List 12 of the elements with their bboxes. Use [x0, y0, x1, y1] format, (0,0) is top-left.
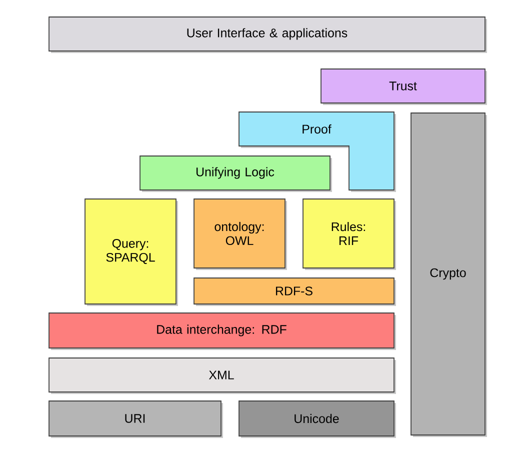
- layer-box: URI: [48, 400, 223, 438]
- layer-box: Crypto: [410, 112, 487, 437]
- layer-box: Unicode: [238, 400, 396, 438]
- layer-box: RDF-S: [194, 278, 396, 306]
- layer-box: ontology: OWL: [194, 198, 287, 270]
- layer-box: Trust: [320, 68, 487, 105]
- layer-box: User Interface & applications: [48, 16, 487, 53]
- layer-box: Query: SPARQL: [84, 198, 178, 306]
- layer-box: XML: [48, 358, 396, 394]
- layer-box: Unifying Logic: [140, 156, 332, 192]
- layer-box: Data interchange: RDF: [48, 312, 396, 350]
- layer-box: Rules: RIF: [302, 198, 396, 270]
